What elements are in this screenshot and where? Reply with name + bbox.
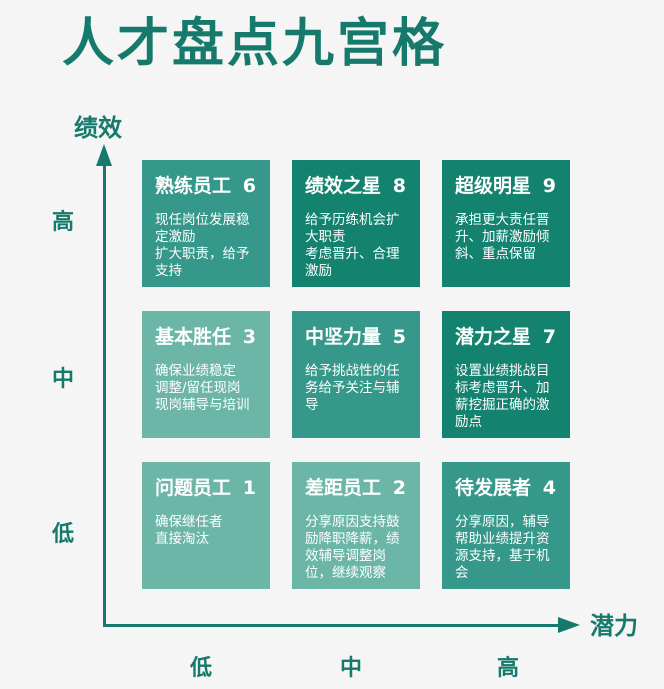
cell-description: 给予挑战性的任务给予关注与辅导 — [305, 363, 400, 413]
cell-number: 6 — [242, 175, 256, 197]
cell-title: 问题员工 — [155, 477, 232, 499]
x-axis-label: 潜力 — [590, 612, 638, 640]
cell-description: 分享原因支持鼓励降职降薪，绩效辅导调整岗位，继续观察 — [305, 514, 400, 581]
grid-cell-to-be-developed: 待发展者 4 分享原因，辅导帮助业绩提升资源支持，基于机会 — [442, 462, 570, 589]
cell-title: 熟练员工 — [155, 175, 232, 197]
cell-description: 承担更大责任晋升、加薪激励倾斜、重点保留 — [455, 212, 550, 262]
y-axis-arrow-icon — [96, 144, 112, 166]
x-tick-high: 高 — [497, 656, 520, 681]
cell-number: 3 — [242, 326, 256, 348]
y-tick-low: 低 — [52, 522, 75, 547]
grid-cell-performance-star: 绩效之星 8 给予历练机会扩大职责考虑晋升、合理激励 — [292, 160, 420, 287]
x-tick-mid: 中 — [340, 656, 363, 681]
cell-title: 超级明星 — [455, 175, 532, 197]
cell-description: 确保业绩稳定调整/留任现岗现岗辅导与培训 — [155, 363, 250, 413]
cell-number: 7 — [542, 326, 556, 348]
cell-number: 9 — [542, 175, 556, 197]
cell-number: 5 — [392, 326, 406, 348]
cell-number: 1 — [242, 477, 256, 499]
x-axis-arrow-icon — [558, 617, 580, 633]
grid-cell-skilled-employee: 熟练员工 6 现任岗位发展稳定激励扩大职责，给予支持 — [142, 160, 270, 287]
x-tick-low: 低 — [190, 656, 213, 681]
page-title: 人才盘点九宫格 — [62, 14, 448, 74]
cell-title: 基本胜任 — [155, 326, 232, 348]
cell-title: 潜力之星 — [455, 326, 532, 348]
y-tick-mid: 中 — [52, 367, 75, 392]
cell-title: 差距员工 — [305, 477, 382, 499]
cell-title: 待发展者 — [455, 477, 532, 499]
cell-number: 4 — [542, 477, 556, 499]
grid-cell-basic-competent: 基本胜任 3 确保业绩稳定调整/留任现岗现岗辅导与培训 — [142, 311, 270, 438]
y-tick-high: 高 — [52, 210, 75, 235]
cell-number: 2 — [392, 477, 406, 499]
cell-description: 分享原因，辅导帮助业绩提升资源支持，基于机会 — [455, 514, 550, 581]
y-axis-label: 绩效 — [74, 114, 122, 142]
cell-description: 给予历练机会扩大职责考虑晋升、合理激励 — [305, 212, 400, 279]
cell-number: 8 — [392, 175, 406, 197]
cell-title: 中坚力量 — [305, 326, 382, 348]
y-axis-line — [103, 158, 106, 627]
grid-cell-core-force: 中坚力量 5 给予挑战性的任务给予关注与辅导 — [292, 311, 420, 438]
grid-cell-potential-star: 潜力之星 7 设置业绩挑战目标考虑晋升、加薪挖掘正确的激励点 — [442, 311, 570, 438]
cell-description: 设置业绩挑战目标考虑晋升、加薪挖掘正确的激励点 — [455, 363, 550, 430]
grid-cell-super-star: 超级明星 9 承担更大责任晋升、加薪激励倾斜、重点保留 — [442, 160, 570, 287]
cell-title: 绩效之星 — [305, 175, 382, 197]
x-axis-line — [103, 624, 563, 627]
cell-description: 确保继任者直接淘汰 — [155, 514, 223, 547]
grid-cell-gap-employee: 差距员工 2 分享原因支持鼓励降职降薪，绩效辅导调整岗位，继续观察 — [292, 462, 420, 589]
cell-description: 现任岗位发展稳定激励扩大职责，给予支持 — [155, 212, 250, 279]
grid-cell-problem-employee: 问题员工 1 确保继任者直接淘汰 — [142, 462, 270, 589]
